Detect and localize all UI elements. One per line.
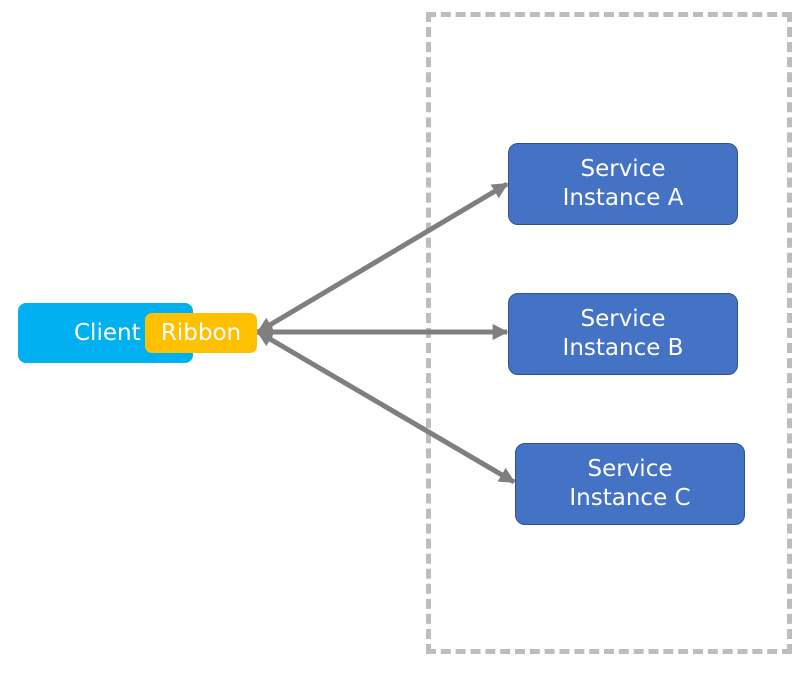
service-instance-c: Service Instance C: [515, 443, 745, 525]
service-instance-a-line2: Instance A: [562, 185, 684, 211]
service-instance-a: Service Instance A: [508, 143, 738, 225]
service-instance-c-line2: Instance C: [569, 485, 691, 511]
ribbon-label: Ribbon: [160, 320, 242, 346]
ribbon-node: Ribbon: [145, 313, 257, 353]
service-instance-c-line1: Service: [587, 456, 673, 482]
service-instance-b: Service Instance B: [508, 293, 738, 375]
service-instance-a-line1: Service: [580, 156, 666, 182]
service-instance-b-line1: Service: [580, 306, 666, 332]
client-label: Client: [74, 320, 141, 346]
service-instance-b-line2: Instance B: [562, 335, 684, 361]
